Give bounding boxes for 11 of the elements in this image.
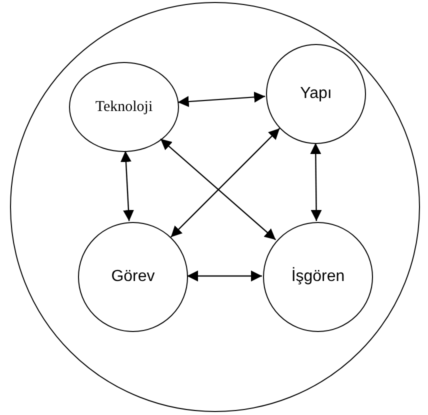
node-label: Teknoloji (95, 98, 153, 116)
double-arrow (178, 92, 266, 108)
system-circle (10, 2, 420, 412)
node-label: Yapı (300, 85, 332, 103)
double-arrow (120, 150, 134, 222)
double-arrow (187, 270, 262, 282)
double-arrow (160, 138, 276, 240)
double-arrow (310, 142, 322, 222)
node-label: Görev (111, 268, 155, 286)
double-arrow (170, 128, 280, 238)
node-label: İşgören (291, 268, 345, 286)
